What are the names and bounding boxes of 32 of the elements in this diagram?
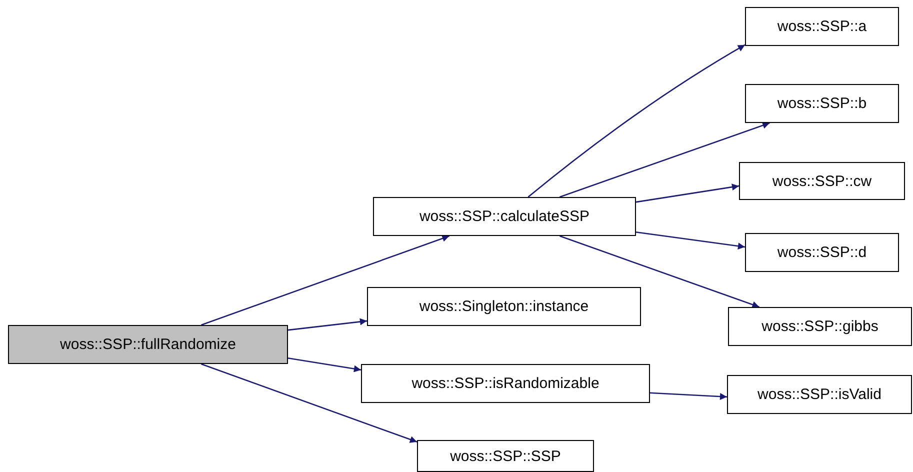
function-name: woss::SSP::isRandomizable: [412, 375, 600, 392]
function-name: woss::SSP::SSP: [450, 448, 561, 464]
arrow: [560, 122, 770, 198]
arrow: [528, 44, 746, 198]
arrow: [200, 363, 418, 443]
function-box: [739, 162, 905, 200]
arrow: [200, 235, 450, 326]
function-box: [745, 84, 899, 123]
function-box: [361, 364, 650, 403]
function-box: [727, 375, 912, 414]
arrow: [650, 392, 728, 400]
function-name: woss::SSP::cw: [772, 172, 872, 190]
arrow: [636, 231, 746, 250]
arrow: [288, 358, 362, 372]
function-name: woss::Singleton::instance: [419, 298, 589, 315]
function-name: woss::SSP::isValid: [758, 386, 882, 403]
arrow: [560, 235, 760, 308]
function-box: [367, 287, 641, 326]
function-box: [728, 307, 912, 346]
function-name: woss::SSP::gibbs: [762, 318, 878, 335]
function-box: [8, 325, 288, 364]
function-box: [745, 233, 899, 272]
function-name: woss::SSP::b: [777, 95, 867, 112]
function-box: [373, 197, 636, 236]
function-name: woss::SSP::a: [777, 18, 867, 35]
function-name: woss::SSP::fullRandomize: [60, 336, 236, 353]
function-box: [417, 440, 594, 472]
function-name: woss::SSP::d: [777, 244, 867, 261]
function-name: woss::SSP::calculateSSP: [419, 208, 590, 225]
arrow: [636, 184, 740, 203]
arrow: [288, 318, 368, 331]
function-box: [745, 7, 899, 46]
